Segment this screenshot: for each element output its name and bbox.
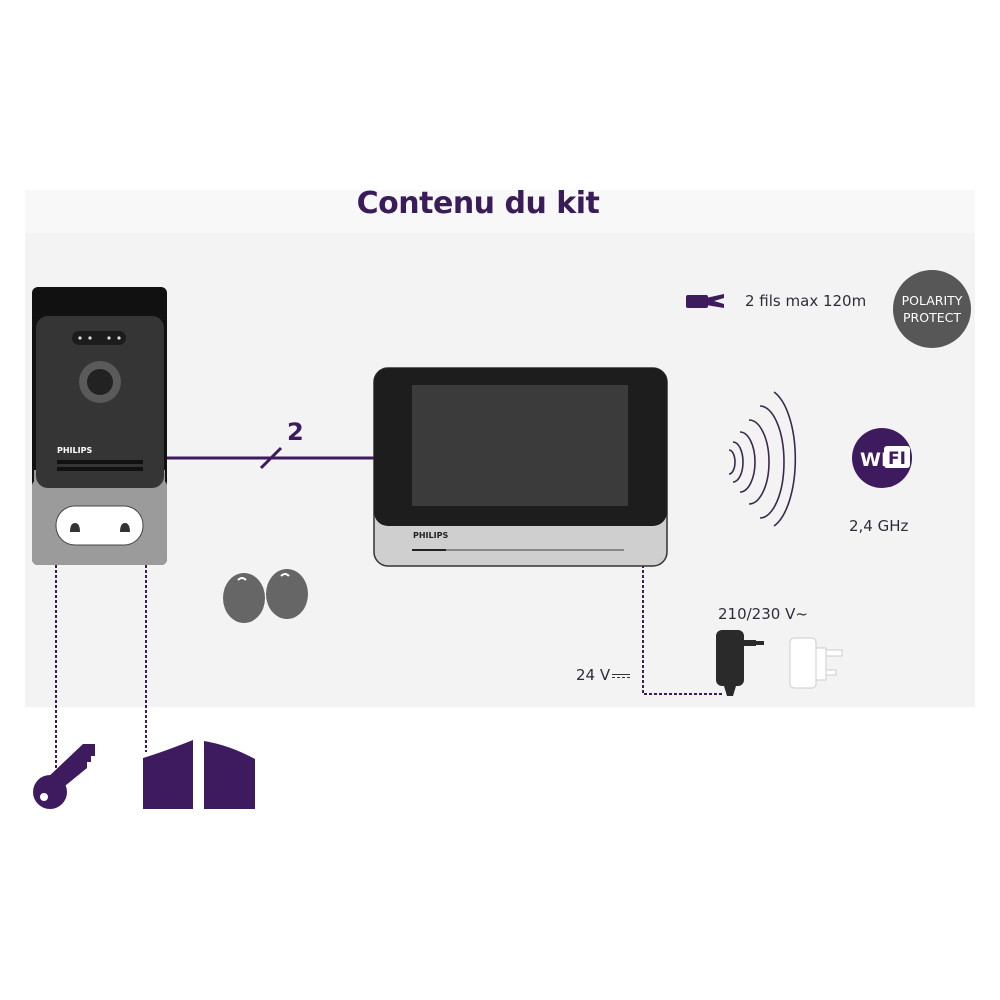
door-station-brand: PHILIPS <box>57 446 93 455</box>
cable-spec-label: 2 fils max 120m <box>745 292 867 310</box>
bell-icon <box>120 523 130 532</box>
wire-count-label: 2 <box>287 418 304 446</box>
badge-line1: POLARITY <box>901 293 963 308</box>
bell-icon <box>70 523 80 532</box>
wireless-waves-icon <box>728 391 797 527</box>
dotted-wires <box>55 565 722 770</box>
key-lock-icon <box>33 744 95 809</box>
mains-voltage-label: 210/230 V~ <box>718 605 808 623</box>
svg-text:FI: FI <box>888 449 906 469</box>
indoor-monitor <box>373 367 668 567</box>
monitor-brand: PHILIPS <box>413 531 449 540</box>
wifi-logo: WI FI <box>852 428 912 488</box>
gate-icon <box>143 740 255 809</box>
power-adapter <box>716 630 764 696</box>
title-band <box>25 190 975 233</box>
door-station <box>32 287 167 565</box>
rfid-badges <box>223 569 308 623</box>
uk-plug-adapter <box>789 637 843 689</box>
two-wire-cable <box>166 446 376 470</box>
dc-voltage-label: 24 V <box>576 666 631 684</box>
badge-line2: PROTECT <box>903 310 961 325</box>
page-title: Contenu du kit <box>356 186 600 221</box>
dc-symbol-icon <box>612 673 631 678</box>
svg-text:WI: WI <box>860 449 888 471</box>
connector-icon <box>686 294 724 308</box>
wifi-frequency: 2,4 GHz <box>849 517 909 535</box>
polarity-protect-badge: POLARITY PROTECT <box>893 270 971 348</box>
